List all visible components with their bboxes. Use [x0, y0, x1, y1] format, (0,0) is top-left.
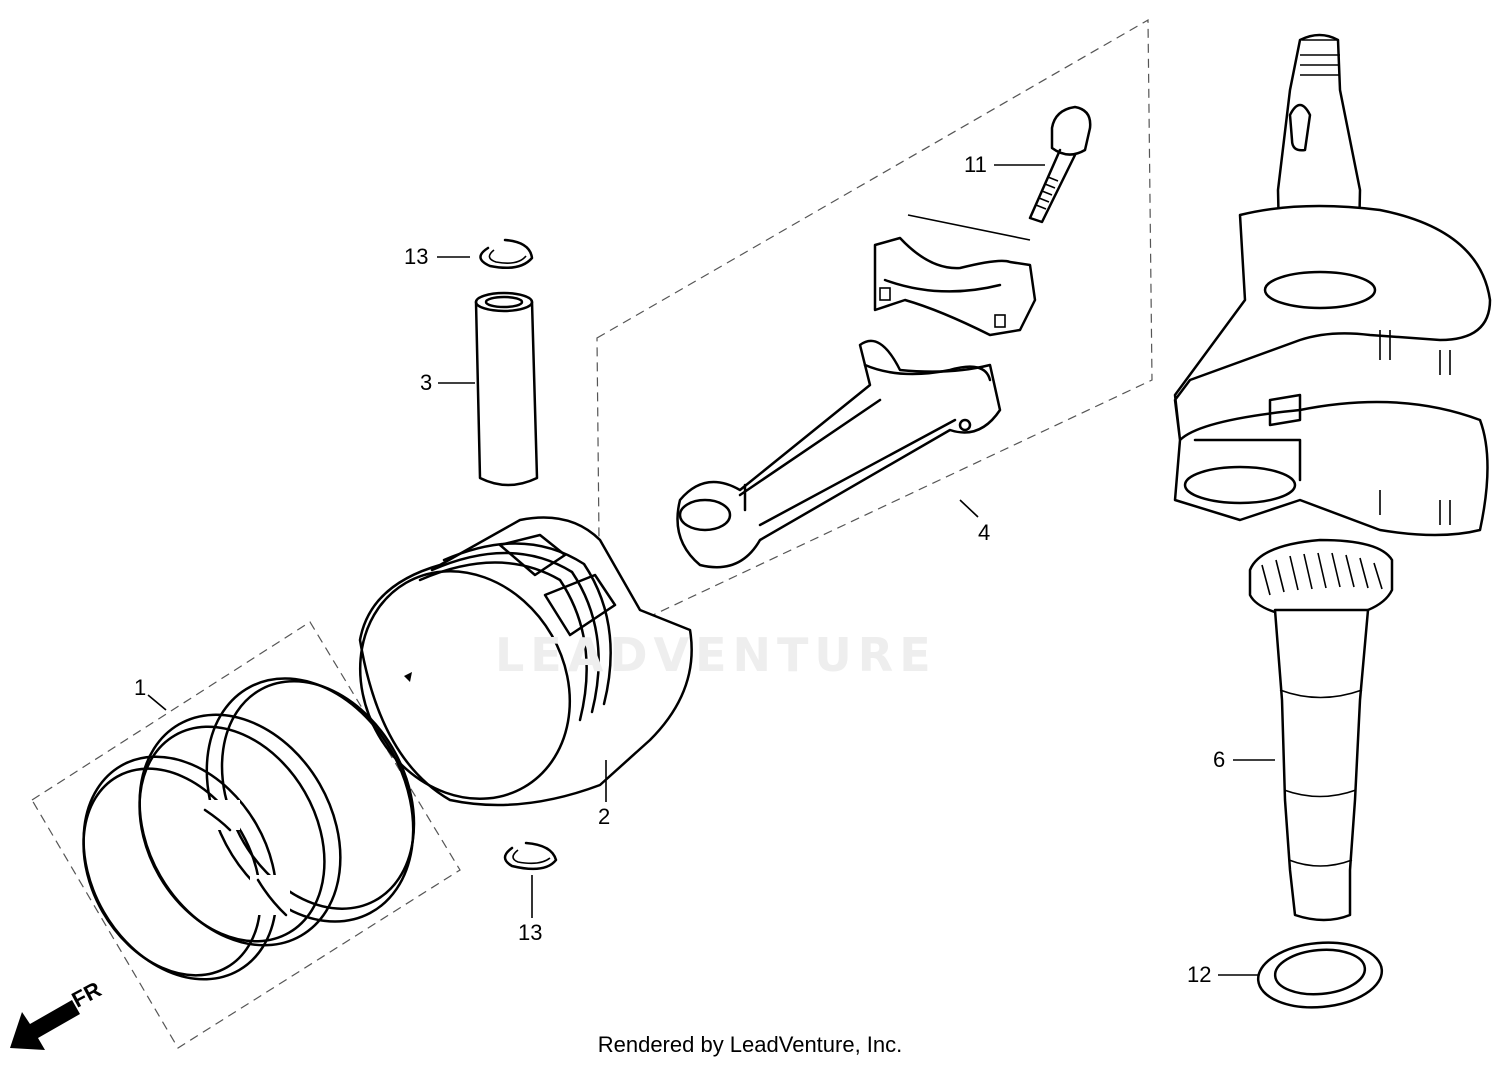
leader-lines — [147, 164, 1275, 976]
piston-pin — [474, 291, 539, 487]
callout-1[interactable]: 1 — [134, 675, 147, 700]
callout-11[interactable]: 11 — [964, 152, 987, 177]
thrust-washer — [1256, 941, 1384, 1009]
callout-12[interactable]: 12 — [1187, 962, 1212, 987]
callout-4[interactable]: 4 — [978, 520, 991, 545]
piston-ring-set — [82, 677, 416, 981]
callout-13-lower[interactable]: 13 — [518, 920, 543, 945]
rod-bolt — [1028, 105, 1092, 224]
footer-credit: Rendered by LeadVenture, Inc. — [597, 1032, 903, 1057]
callout-2[interactable]: 2 — [598, 804, 611, 829]
connecting-rod — [676, 214, 1037, 569]
ring-set-group-box — [31, 621, 461, 1049]
connecting-rod-group-box — [596, 18, 1153, 641]
callout-13-upper[interactable]: 13 — [404, 244, 429, 269]
callout-6[interactable]: 6 — [1213, 747, 1226, 772]
crankshaft — [1173, 33, 1492, 922]
callout-3[interactable]: 3 — [420, 370, 433, 395]
circlip-upper — [479, 238, 534, 269]
circlip-lower — [503, 841, 558, 871]
watermark: LEADVENTURE — [495, 628, 937, 682]
piston — [358, 516, 693, 807]
front-direction-arrow — [10, 1000, 80, 1050]
